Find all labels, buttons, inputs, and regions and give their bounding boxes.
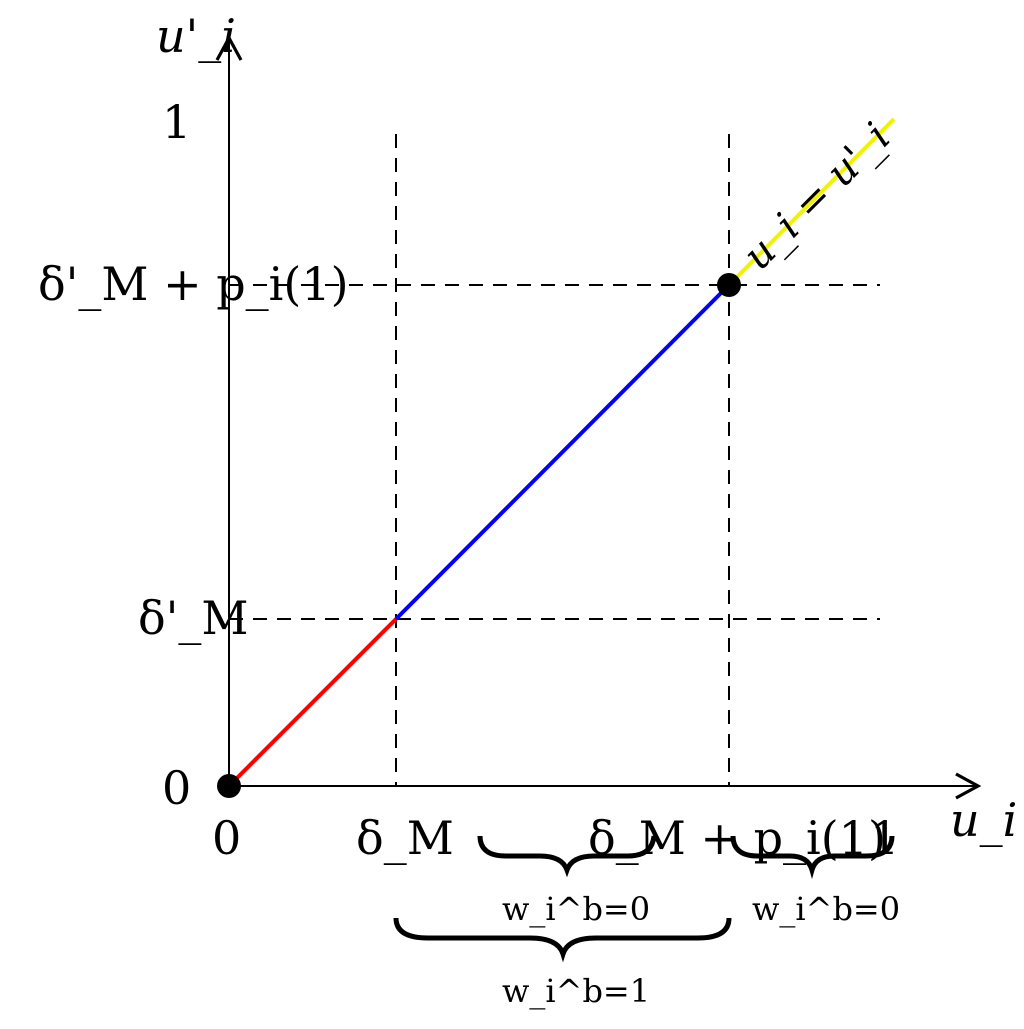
brace-middle-upper [477, 835, 657, 878]
y-tick-delta-m-prime-plus-p: δ'_M + p_i(1) [38, 257, 349, 311]
x-axis-label: u_i [950, 793, 1017, 847]
origin-point [217, 774, 241, 798]
brace-label-middle: w_i^b=0 [502, 890, 650, 928]
y-tick-one: 1 [162, 95, 191, 149]
x-tick-zero: 0 [212, 811, 241, 865]
diagonal-segment-red [227, 617, 398, 788]
y-axis-label: u'_i [156, 9, 236, 63]
y-tick-zero: 0 [162, 761, 191, 815]
brace-right [730, 835, 895, 880]
breakpoint-dot [717, 273, 741, 297]
diagonal-segment-yellow [727, 117, 896, 287]
brace-label-right: w_i^b=0 [752, 890, 900, 928]
y-tick-delta-m-prime: δ'_M [138, 591, 248, 645]
diagonal-label: u_i = u'_i [735, 114, 900, 279]
brace-label-bottom: w_i^b=1 [502, 972, 650, 1010]
diagonal-segment-blue [394, 283, 731, 621]
x-tick-delta-m: δ_M [356, 811, 454, 865]
brace-bottom [393, 917, 732, 963]
